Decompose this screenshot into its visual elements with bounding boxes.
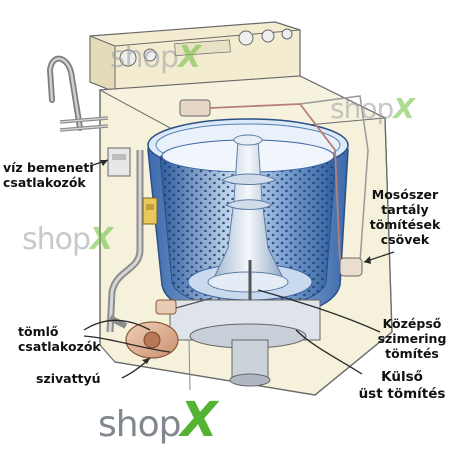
- pump: [108, 297, 213, 359]
- console-knob-icon: [119, 28, 293, 67]
- agitator: [207, 134, 289, 293]
- watermark-text: shop: [110, 40, 179, 75]
- label-center: Középső szimering tömítés: [377, 316, 447, 361]
- watermark-text: shop: [330, 92, 394, 125]
- motor-base: [169, 260, 321, 387]
- label-water-inlet: víz bemeneti csatlakozók: [3, 160, 94, 190]
- watermark-mark: X: [90, 222, 113, 257]
- watermark-mark: X: [178, 40, 201, 75]
- drain-hose: [106, 150, 158, 333]
- detergent-dispenser: [179, 95, 369, 277]
- leader-hose-2: [83, 335, 171, 353]
- watermark-mark: X: [180, 392, 217, 448]
- leader-arrowheads: [100, 160, 371, 364]
- label-pump: szivattyú: [36, 371, 101, 386]
- label-detergent: Mosószer tartály tömítések csövek: [369, 187, 441, 247]
- leader-center: [257, 289, 381, 333]
- label-outer: Külső üst tömítés: [358, 369, 446, 402]
- label-hose: tömlő csatlakozók: [18, 324, 101, 354]
- leader-outer: [295, 329, 363, 375]
- watermark-top: shopX: [110, 40, 201, 75]
- watermark-left: shopX: [22, 222, 113, 257]
- watermark-bottom: shopX: [98, 392, 217, 448]
- leader-hose: [83, 319, 151, 331]
- watermark-right: shopX: [330, 92, 415, 125]
- watermark-mark: X: [393, 92, 415, 125]
- watermark-text: shop: [98, 404, 181, 445]
- watermark-text: shop: [22, 222, 91, 257]
- inlet-hose: [46, 55, 131, 177]
